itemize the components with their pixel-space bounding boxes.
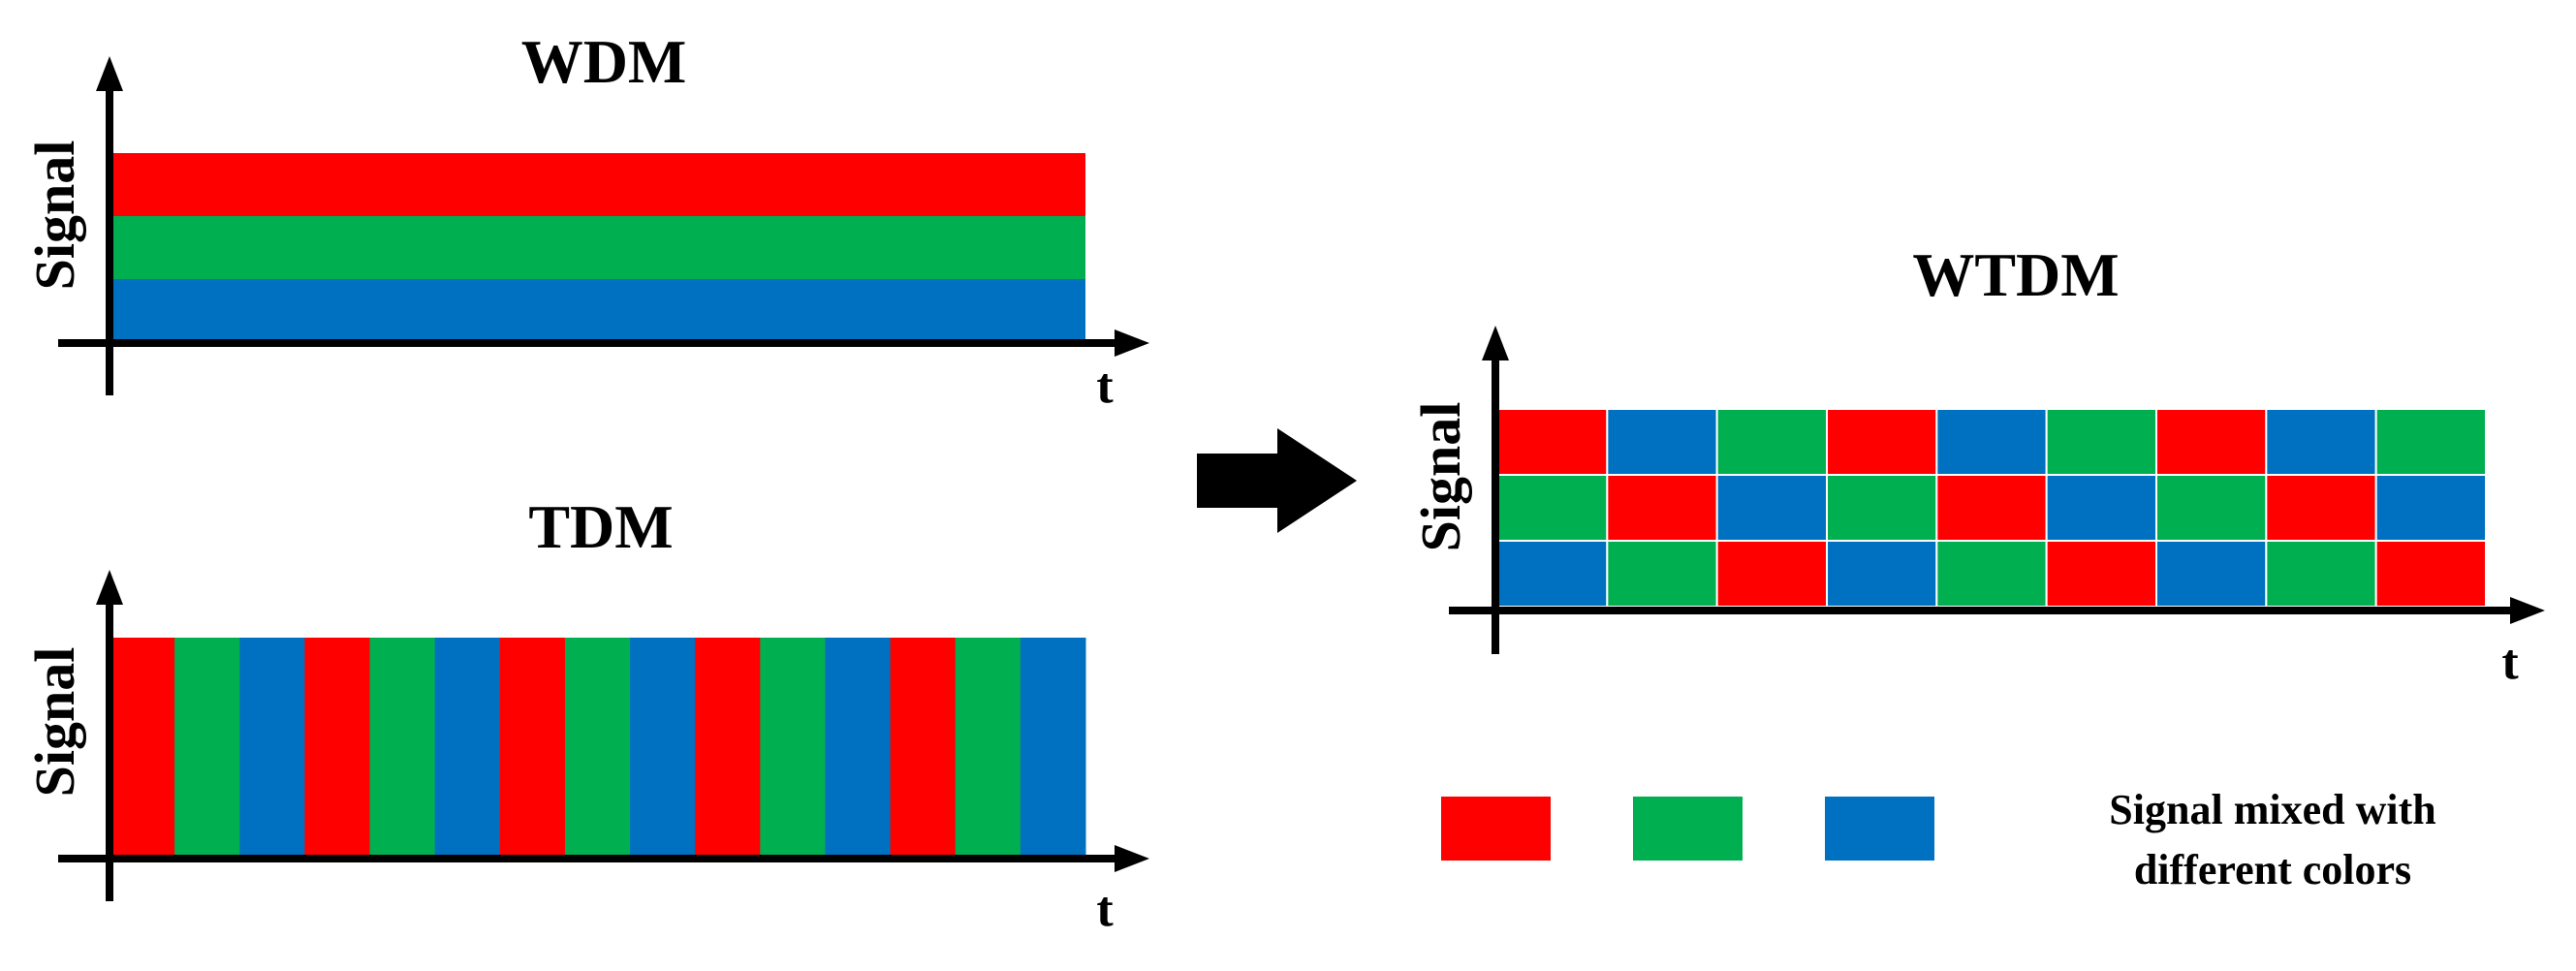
tdm-slot-2-green: [174, 638, 240, 856]
wtdm-cell-r3-c4-blue: [1826, 540, 1938, 608]
wdm-bands: [110, 153, 1085, 342]
tdm-y-label: Signal: [23, 647, 86, 798]
tdm-slot-6-blue: [434, 638, 501, 856]
wtdm-cell-r2-c5-red: [1935, 474, 2048, 542]
wtdm-cell-r3-c8-green: [2265, 540, 2377, 608]
wtdm-cell-r3-c5-green: [1935, 540, 2048, 608]
tdm-x-arrowhead: [1115, 845, 1149, 872]
legend-swatch-green: [1633, 797, 1743, 861]
legend-label-line2: different colors: [2134, 846, 2411, 893]
wtdm-panel: WTDM Signal t: [1409, 240, 2545, 690]
tdm-slot-10-red: [695, 638, 761, 856]
wtdm-y-arrowhead: [1482, 326, 1509, 360]
legend: Signal mixed with different colors: [1441, 786, 2436, 893]
legend-swatch-blue: [1825, 797, 1934, 861]
tdm-slot-11-green: [760, 638, 826, 856]
tdm-t-label: t: [1096, 882, 1114, 937]
tdm-slot-14-green: [955, 638, 1021, 856]
wtdm-x-arrowhead: [2510, 597, 2545, 624]
wtdm-cell-r1-c1-red: [1496, 408, 1609, 476]
wtdm-grid: [1496, 408, 2488, 608]
wtdm-cell-r1-c8-blue: [2265, 408, 2377, 476]
tdm-slot-12-blue: [825, 638, 892, 856]
wtdm-cell-r3-c3-red: [1715, 540, 1828, 608]
wtdm-cell-r1-c5-blue: [1935, 408, 2048, 476]
tdm-slot-15-blue: [1020, 638, 1086, 856]
wtdm-cell-r2-c6-blue: [2045, 474, 2158, 542]
legend-swatches: [1441, 797, 1934, 861]
wdm-band-red: [110, 153, 1085, 216]
wtdm-cell-r3-c2-green: [1606, 540, 1718, 608]
wtdm-cell-r2-c7-green: [2155, 474, 2268, 542]
wdm-y-arrowhead: [96, 56, 123, 91]
wtdm-t-label: t: [2501, 635, 2519, 690]
tdm-slot-8-green: [564, 638, 631, 856]
legend-swatch-red: [1441, 797, 1551, 861]
wtdm-axes: [1449, 326, 2545, 654]
legend-label-line1: Signal mixed with: [2109, 786, 2435, 833]
tdm-slot-5-green: [369, 638, 436, 856]
wdm-band-blue: [110, 279, 1085, 342]
wtdm-cell-r2-c3-blue: [1715, 474, 1828, 542]
tdm-axes: [58, 570, 1149, 901]
tdm-slot-1-red: [110, 638, 175, 856]
wtdm-cell-r1-c7-red: [2155, 408, 2268, 476]
wtdm-cell-r3-c9-red: [2374, 540, 2488, 608]
wtdm-cell-r2-c4-green: [1826, 474, 1938, 542]
tdm-slot-13-red: [890, 638, 957, 856]
wdm-title: WDM: [521, 27, 687, 96]
wdm-x-arrowhead: [1115, 329, 1149, 357]
wtdm-cell-r3-c6-red: [2045, 540, 2158, 608]
wtdm-cell-r2-c1-green: [1496, 474, 1609, 542]
wtdm-cell-r1-c9-green: [2374, 408, 2488, 476]
wdm-axes: [58, 56, 1149, 395]
tdm-panel: TDM Signal t: [23, 492, 1149, 937]
wtdm-cell-r2-c8-red: [2265, 474, 2377, 542]
tdm-slots: [110, 638, 1086, 856]
wdm-t-label: t: [1096, 359, 1114, 414]
wtdm-cell-r3-c1-blue: [1496, 540, 1609, 608]
wtdm-cell-r1-c6-green: [2045, 408, 2158, 476]
wtdm-cell-r2-c2-red: [1606, 474, 1718, 542]
wtdm-cell-r3-c7-blue: [2155, 540, 2268, 608]
wtdm-cell-r1-c3-green: [1715, 408, 1828, 476]
wtdm-cell-r2-c9-blue: [2374, 474, 2488, 542]
wdm-panel: WDM Signal t: [23, 27, 1149, 414]
tdm-title: TDM: [528, 492, 673, 561]
wtdm-cell-r1-c4-red: [1826, 408, 1938, 476]
wtdm-y-label: Signal: [1409, 402, 1472, 552]
right-arrow-icon: [1197, 428, 1357, 533]
wdm-y-label: Signal: [23, 141, 86, 291]
tdm-slot-7-red: [499, 638, 566, 856]
wdm-band-green: [110, 216, 1085, 279]
tdm-y-arrowhead: [96, 570, 123, 605]
tdm-slot-4-red: [304, 638, 371, 856]
tdm-slot-9-blue: [630, 638, 696, 856]
tdm-slot-3-blue: [239, 638, 305, 856]
wtdm-cell-r1-c2-blue: [1606, 408, 1718, 476]
wtdm-title: WTDM: [1912, 240, 2119, 309]
